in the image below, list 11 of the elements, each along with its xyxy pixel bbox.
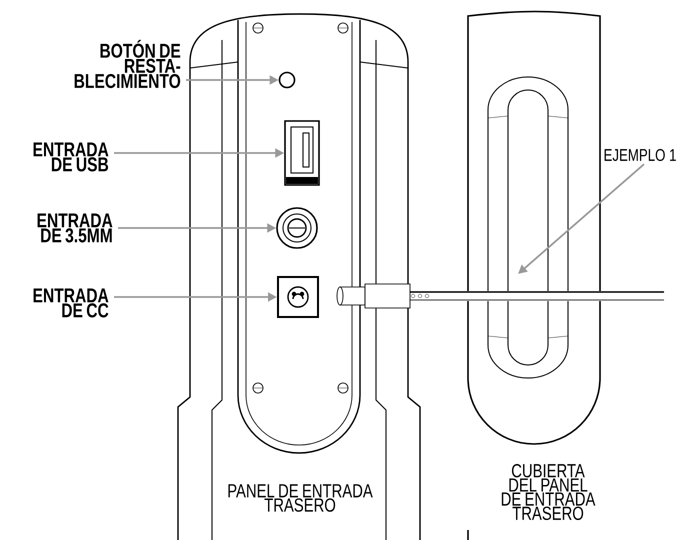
callout-label: ENTRADA DE 3.5MM [38, 214, 112, 242]
callout-label: ENTRADA DE CC [34, 288, 108, 318]
callout-label: EJEMPLO 1 [604, 148, 676, 162]
reset-button [278, 72, 296, 88]
usb-port [284, 120, 320, 186]
callout-label: ENTRADA DE USB [34, 142, 108, 172]
audio-jack [276, 207, 318, 249]
caption-text: PANEL DE ENTRADA TRASERO [228, 484, 373, 512]
caption-text: CUBIERTA DEL PANEL DE ENTRADA TRASERO [502, 464, 596, 520]
callout-label: BOTÓN DE RESTA- BLECIMIENTO [74, 40, 180, 88]
dc-jack [277, 276, 319, 318]
